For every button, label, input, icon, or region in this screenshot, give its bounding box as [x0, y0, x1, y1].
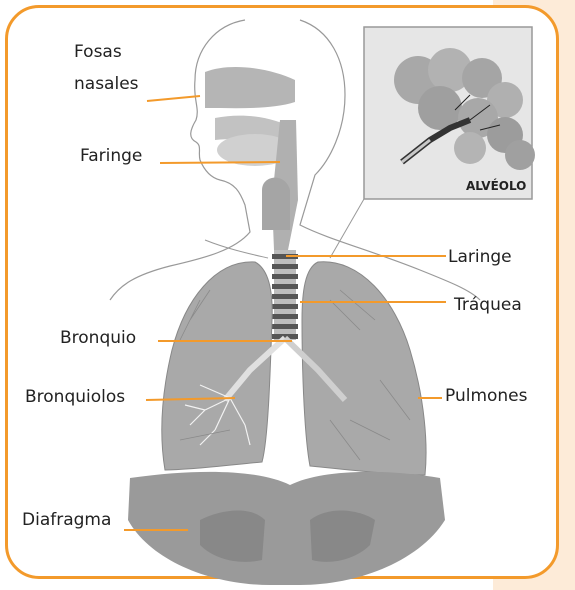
- laringe-label: Laringe: [448, 246, 512, 268]
- trachea-ring: [272, 294, 298, 299]
- trachea-ring: [272, 314, 298, 319]
- trachea-ring: [272, 324, 298, 329]
- traquea-label: Tráquea: [454, 294, 522, 316]
- fosas-nasales-label-line1: Fosas: [74, 41, 122, 63]
- alveolo-label: ALVÉOLO: [466, 178, 526, 193]
- bronquiolos-label: Bronquiolos: [25, 386, 125, 408]
- trachea-ring: [272, 304, 298, 309]
- trachea-ring: [272, 284, 298, 289]
- trachea-ring: [272, 274, 298, 279]
- trachea-ring: [272, 264, 298, 269]
- fosas-nasales-label-line2: nasales: [74, 73, 139, 95]
- bronquio-label: Bronquio: [60, 327, 136, 349]
- faringe-label: Faringe: [80, 145, 142, 167]
- diafragma-label: Diafragma: [22, 509, 111, 531]
- pulmones-label: Pulmones: [445, 385, 528, 407]
